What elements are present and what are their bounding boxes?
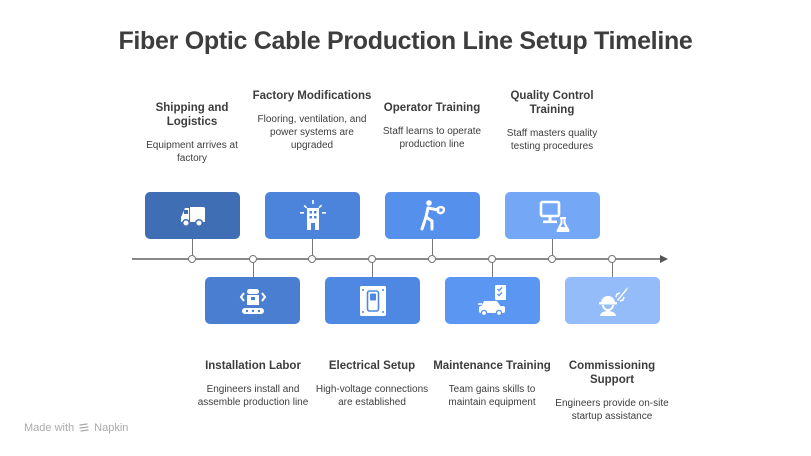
connector-line	[371, 262, 373, 277]
napkin-branding: Made with Napkin	[24, 422, 128, 434]
step-operator-training: Operator Training Staff learns to operat…	[372, 101, 492, 151]
step-title: Quality Control Training	[510, 90, 594, 116]
step-title: Commissioning Support	[568, 360, 656, 386]
napkin-logo-icon	[79, 423, 89, 432]
connector-line	[551, 239, 553, 256]
timeline-node	[308, 254, 316, 263]
step-box-factory	[265, 192, 360, 239]
step-title: Operator Training	[383, 102, 481, 114]
building-icon	[299, 199, 326, 230]
step-description: Team gains skills to maintain equipment	[448, 384, 536, 408]
switch-panel-icon	[359, 285, 386, 316]
connector-line	[611, 262, 613, 277]
step-maintenance-training: Maintenance Training Team gains skills t…	[432, 359, 552, 409]
step-shipping-logistics: Shipping and Logistics Equipment arrives…	[132, 101, 252, 165]
step-installation-labor: Installation Labor Engineers install and…	[193, 359, 313, 409]
step-title: Electrical Setup	[328, 360, 416, 372]
connector-line	[431, 239, 433, 256]
page-title: Fiber Optic Cable Production Line Setup …	[118, 27, 693, 55]
step-box-electrical	[325, 277, 420, 324]
step-description: Engineers provide on-site startup assist…	[555, 398, 669, 422]
operator-icon	[420, 199, 445, 230]
truck-icon	[180, 206, 205, 227]
step-box-operator	[385, 192, 480, 239]
step-box-quality	[505, 192, 600, 239]
connector-line	[252, 262, 254, 277]
step-description: Equipment arrives at factory	[146, 140, 238, 164]
step-description: Flooring, ventilation, and power systems…	[257, 114, 367, 151]
step-title: Factory Modifications	[252, 90, 372, 102]
step-box-installation	[205, 277, 300, 324]
engineer-rocket-icon	[598, 286, 628, 316]
robot-conveyor-icon	[239, 288, 266, 314]
step-title: Shipping and Logistics	[155, 102, 229, 128]
monitor-flask-icon	[539, 200, 569, 232]
step-box-shipping	[145, 192, 240, 239]
timeline-axis	[132, 258, 662, 260]
step-factory-modifications: Factory Modifications Flooring, ventilat…	[252, 89, 372, 152]
branding-text: Made with	[24, 422, 75, 434]
step-description: Staff masters quality testing procedures	[506, 128, 598, 152]
step-description: High-voltage connections are established	[315, 384, 429, 408]
timeline-node	[188, 254, 196, 263]
car-checklist-icon	[477, 284, 506, 316]
step-description: Engineers install and assemble productio…	[197, 384, 309, 408]
step-title: Maintenance Training	[433, 360, 551, 372]
step-electrical-setup: Electrical Setup High-voltage connection…	[312, 359, 432, 409]
branding-name: Napkin	[94, 422, 129, 434]
timeline-arrowhead-icon	[660, 254, 668, 263]
timeline-node	[428, 254, 436, 263]
connector-line	[311, 239, 313, 256]
step-box-maintenance	[445, 277, 540, 324]
step-box-commissioning	[565, 277, 660, 324]
connector-line	[191, 239, 193, 256]
step-title: Installation Labor	[205, 360, 301, 372]
step-description: Staff learns to operate production line	[382, 126, 482, 150]
connector-line	[491, 262, 493, 277]
timeline-node	[548, 254, 556, 263]
step-commissioning-support: Commissioning Support Engineers provide …	[552, 359, 672, 423]
step-quality-control-training: Quality Control Training Staff masters q…	[492, 89, 612, 153]
